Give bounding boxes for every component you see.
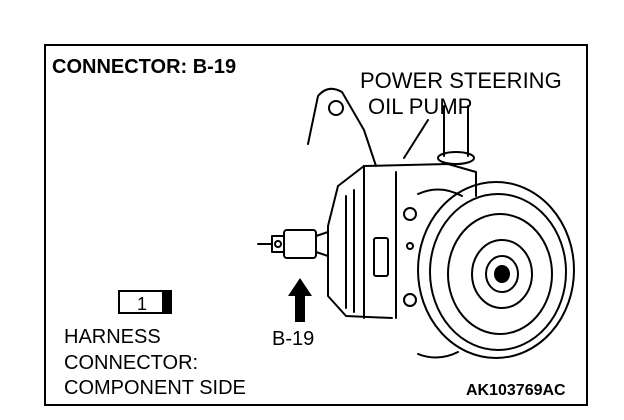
pump-illustration <box>257 87 575 359</box>
harness-label-line-1: HARNESS <box>64 326 161 348</box>
diagram-frame: CONNECTOR: B-19 POWER STEERING OIL PUMP … <box>44 44 588 406</box>
pressure-switch <box>283 229 317 259</box>
pump-body-top <box>337 163 477 197</box>
harness-label-line-3: COMPONENT SIDE <box>64 377 246 399</box>
body-slot <box>373 237 389 277</box>
switch-terminal <box>271 235 285 253</box>
pump-body-left <box>327 185 393 319</box>
body-bolt <box>403 293 417 307</box>
reference-code: AK103769AC <box>466 382 566 399</box>
diagram-title: CONNECTOR: B-19 <box>52 56 237 78</box>
component-leader-line <box>403 119 429 159</box>
pulley-inner <box>447 213 553 335</box>
pulley-outer <box>417 181 575 359</box>
connector-latch <box>162 292 170 312</box>
harness-label-line-2: CONNECTOR: <box>64 352 199 374</box>
outlet-pipe <box>443 105 469 157</box>
pin-number: 1 <box>136 294 147 314</box>
pulley-hub <box>471 239 533 309</box>
connector-arrow <box>288 278 312 322</box>
mounting-bracket <box>307 87 377 167</box>
connector-callout: B-19 <box>272 328 315 350</box>
harness-connector-face: 1 <box>118 290 172 314</box>
component-label-line-1: POWER STEERING <box>360 68 562 93</box>
bracket-hole <box>328 100 344 116</box>
body-bolt <box>403 207 417 221</box>
component-label-line-2: OIL PUMP <box>368 94 473 119</box>
